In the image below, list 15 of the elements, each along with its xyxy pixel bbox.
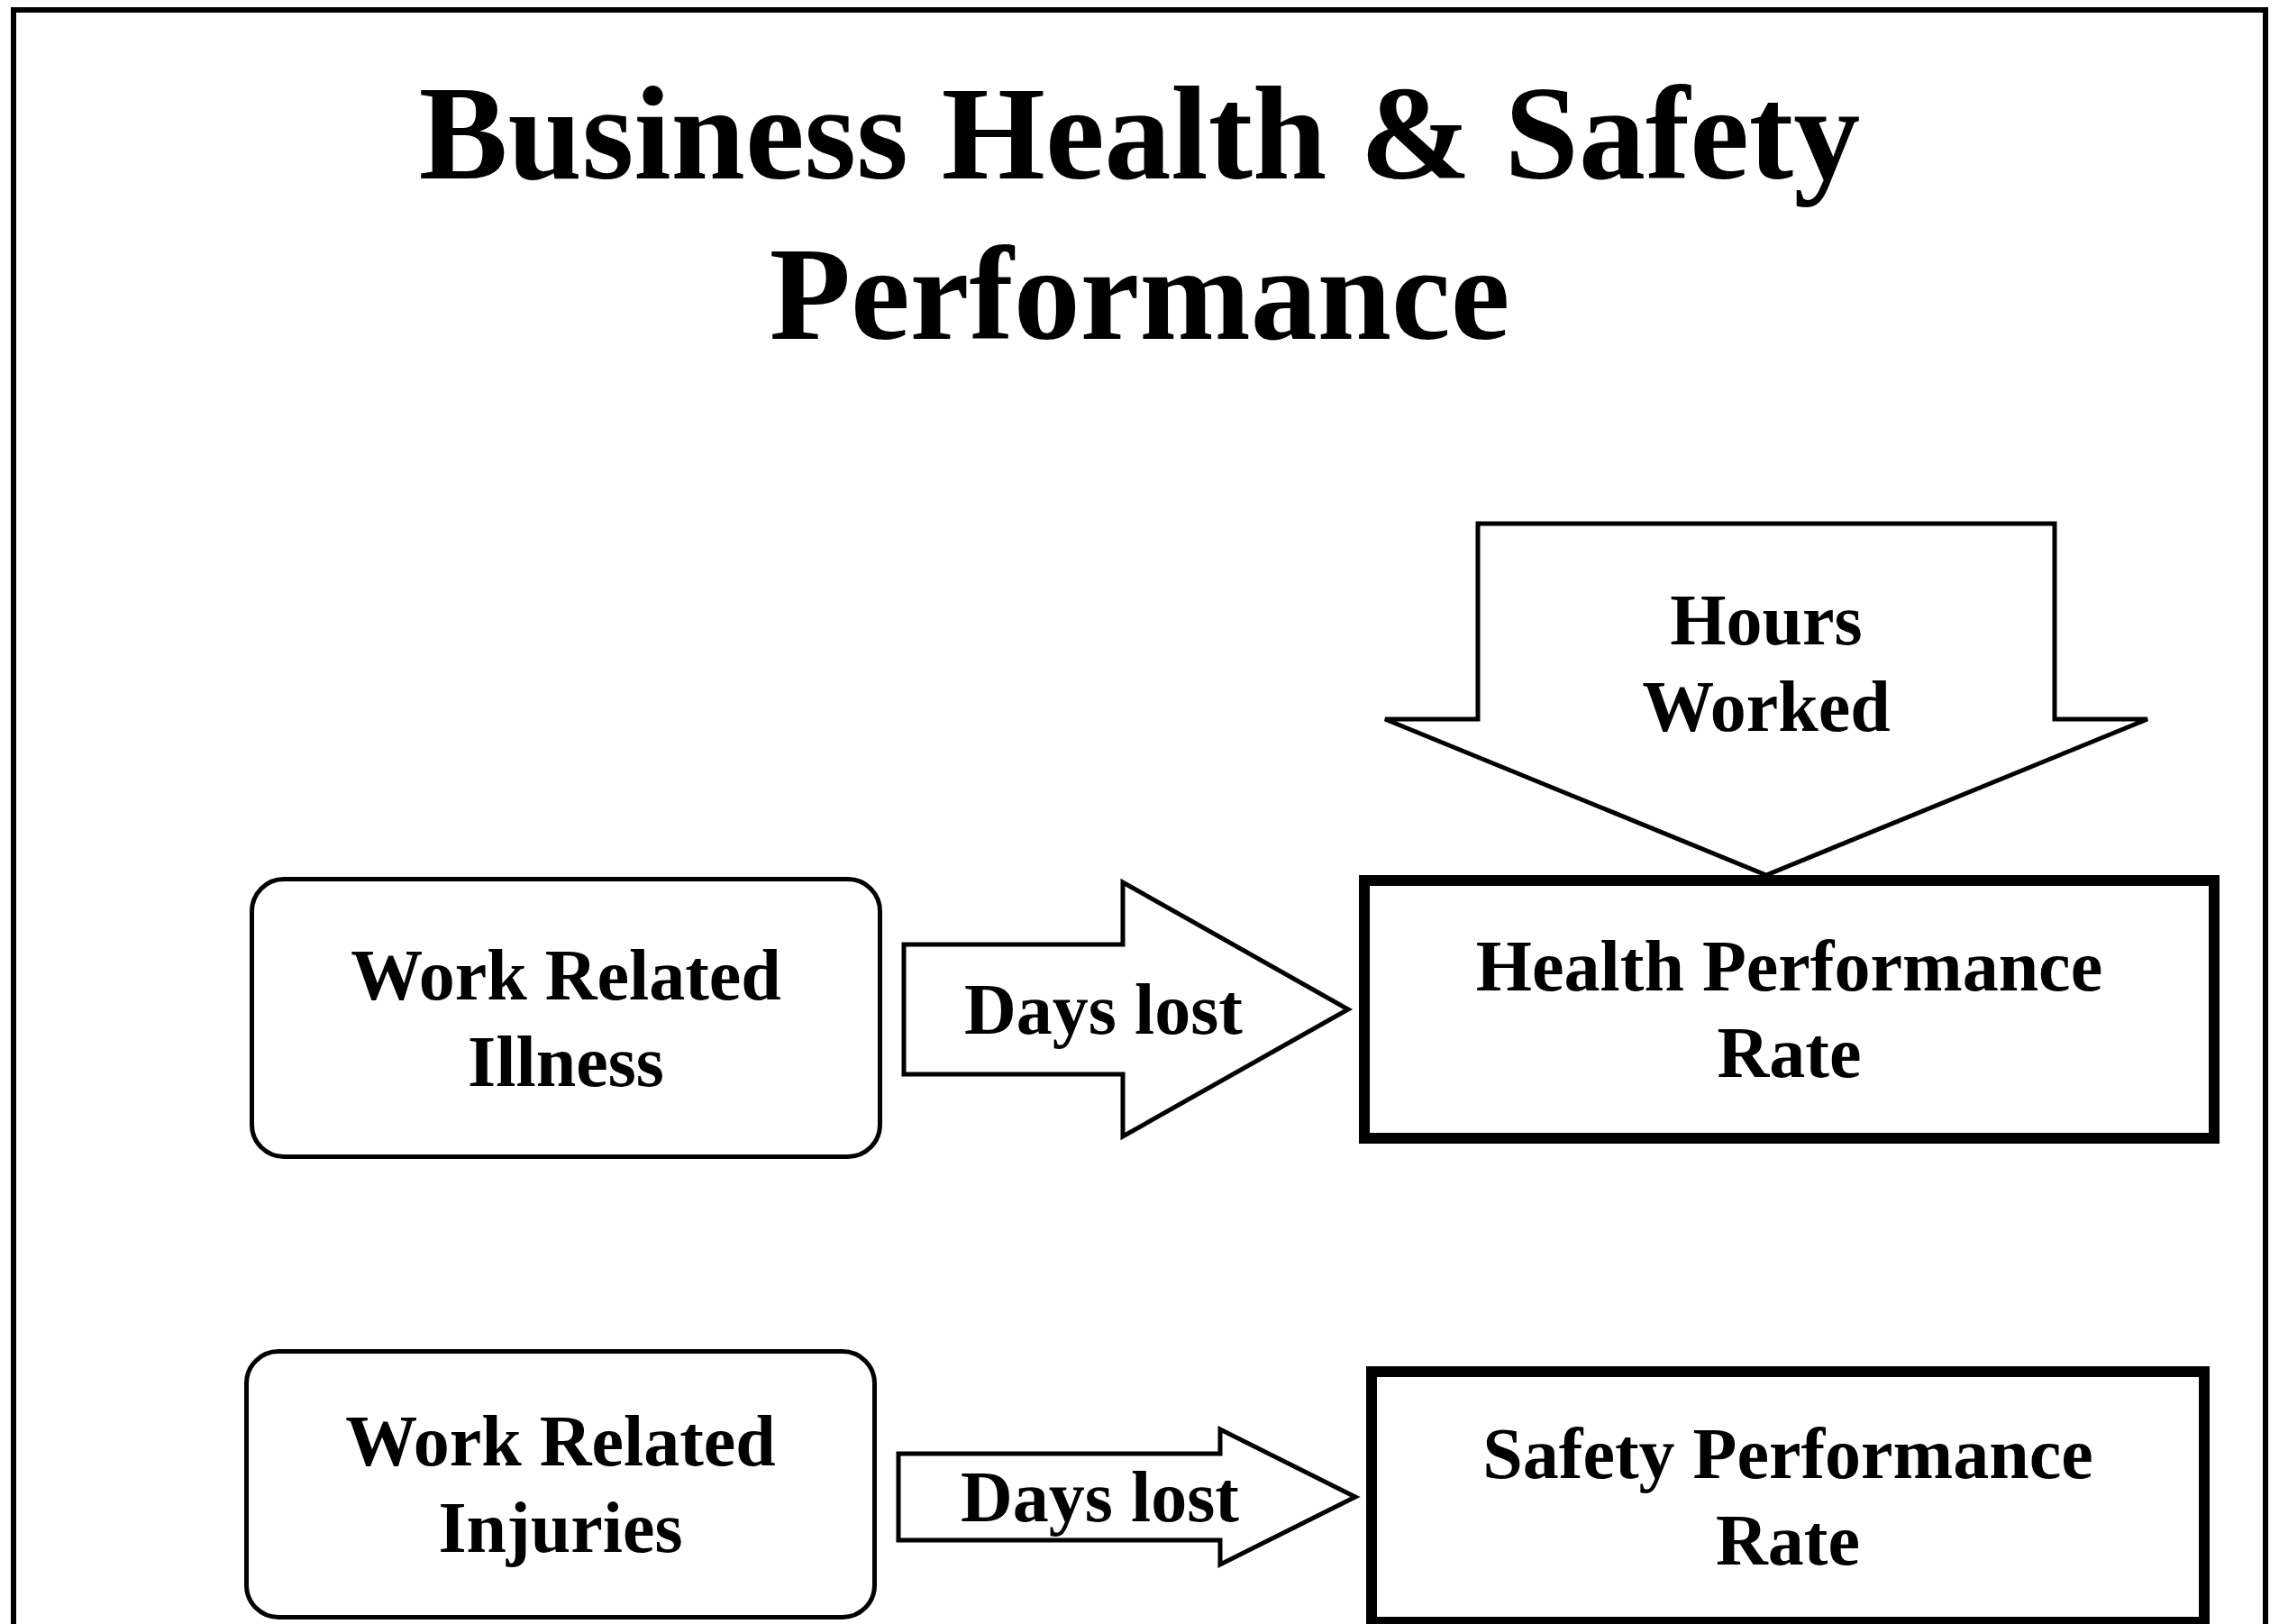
process-box <box>1366 1366 2210 1624</box>
process-box <box>1359 875 2220 1144</box>
title: Business Health & Safety Performance <box>417 59 1862 370</box>
node-text: Safety Performance Rate <box>1481 1413 2094 1582</box>
edge-label: Days lost <box>961 1456 1239 1538</box>
block-arrow <box>901 878 1354 1141</box>
node-text: Work Related Injuries <box>344 1400 777 1569</box>
node-text: Work Related Illness <box>350 934 782 1103</box>
rounded-box <box>244 1349 877 1619</box>
edge-label: Hours Worked <box>1641 579 1892 748</box>
rounded-box <box>250 877 882 1159</box>
node-text: Health Performance Rate <box>1474 926 2104 1094</box>
block-arrow <box>896 1425 1361 1569</box>
block-arrow <box>1382 521 2150 878</box>
edge-label: Days lost <box>964 969 1243 1051</box>
